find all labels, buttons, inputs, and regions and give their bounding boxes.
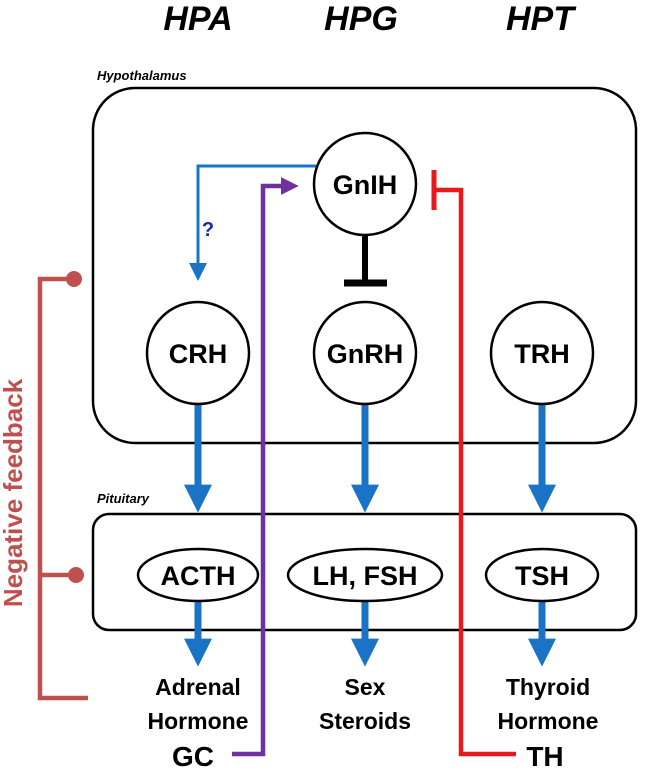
gc-feedback-line <box>232 177 299 757</box>
axis-title-hpg: HPG <box>324 0 398 38</box>
adrenal-hormone-line2: Hormone <box>148 708 249 734</box>
hypothalamus-label: Hypothalamus <box>97 68 187 83</box>
adrenal-hormone-line1: Adrenal <box>155 674 241 700</box>
gnih-label: GnIH <box>333 170 398 200</box>
sex-steroids-line2: Steroids <box>319 708 411 734</box>
gnrh-label: GnRH <box>327 339 404 369</box>
axis-title-hpt: HPT <box>506 0 577 38</box>
crh-label: CRH <box>169 339 228 369</box>
lh-fsh-node <box>286 547 444 603</box>
acth-label: ACTH <box>161 561 236 591</box>
negative-feedback-bracket <box>37 276 88 701</box>
axis-title-hpa: HPA <box>163 0 232 38</box>
trh-node <box>489 300 595 406</box>
tsh-node <box>484 547 600 603</box>
negative-feedback-label: Negative feedback <box>0 378 28 607</box>
feedback-dot-hypothalamus <box>66 271 82 287</box>
sex-steroids-line1: Sex <box>345 674 386 700</box>
pituitary-label: Pituitary <box>97 491 150 506</box>
th-label: TH <box>526 741 563 772</box>
crh-node <box>145 300 251 406</box>
unknown-pathway-question-mark: ? <box>202 219 214 241</box>
feedback-dot-pituitary <box>68 567 84 583</box>
trh-label: TRH <box>514 339 570 369</box>
gnih-node <box>312 131 418 237</box>
tsh-label: TSH <box>515 561 569 591</box>
lh-fsh-label: LH, FSH <box>313 561 418 591</box>
gnih-to-crh-arrow <box>189 164 316 281</box>
th-inhibition-line <box>436 187 516 757</box>
gc-label: GC <box>172 741 214 772</box>
gnrh-node <box>312 300 418 406</box>
thyroid-hormone-line1: Thyroid <box>506 674 590 700</box>
acth-node <box>136 547 260 603</box>
thyroid-hormone-line2: Hormone <box>498 708 599 734</box>
